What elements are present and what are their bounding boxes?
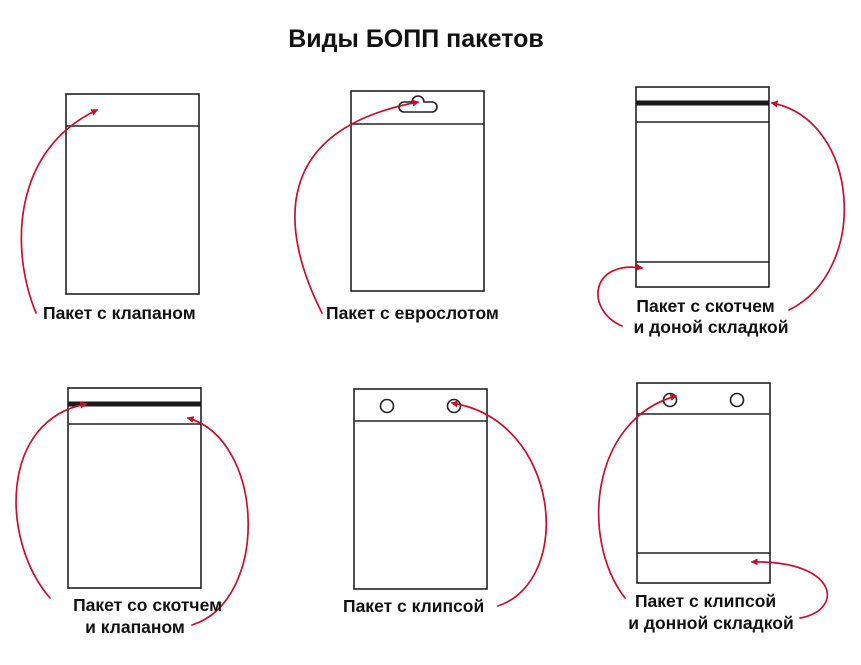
clip-hole-right <box>446 398 462 414</box>
bag-label: Пакет с клапаном <box>43 303 196 323</box>
pointer-arrow <box>450 400 548 607</box>
pointer-arrow-tape <box>770 100 846 311</box>
pointer-arrow <box>294 99 420 314</box>
pointer-arrow-clip <box>597 394 678 599</box>
bag-label: Пакет с скотчем и доной складкой <box>634 296 789 337</box>
diagram-title: Виды БОПП пакетов <box>288 25 544 53</box>
bag-label-line: Пакет с скотчем <box>636 296 774 316</box>
pointer-arrow-gusset <box>750 558 828 619</box>
pointer-arrow <box>20 109 99 314</box>
bag-label-line: Пакет со скотчем <box>73 595 222 615</box>
bag-with-clip-and-gusset: Пакет с клипсой и донной складкой <box>597 382 828 633</box>
clip-hole-left <box>379 398 395 414</box>
bag-outline <box>635 86 770 288</box>
bag-outline <box>67 387 202 589</box>
bag-label-line: и доной складкой <box>634 317 789 337</box>
bag-with-euroslot: Пакет с еврослотом <box>294 90 499 323</box>
pointer-arrow-gusset <box>597 263 644 327</box>
bag-label-line: Пакет с клипсой <box>343 596 484 616</box>
bag-label-line: Пакет с еврослотом <box>326 303 499 323</box>
bag-label-line: Пакет с клапаном <box>43 303 196 323</box>
bag-with-tape-and-flap: Пакет со скотчем и клапаном <box>15 387 249 637</box>
bag-label-line: Пакет с клипсой <box>635 591 776 611</box>
bag-outline <box>65 93 200 295</box>
bag-with-flap: Пакет с клапаном <box>20 93 200 323</box>
bag-outline <box>350 90 485 292</box>
pointer-arrow-flap <box>186 416 249 626</box>
bag-label-line: и донной складкой <box>628 613 794 633</box>
bag-label: Пакет с клипсой и донной складкой <box>628 591 794 633</box>
bag-with-tape-and-gusset: Пакет с скотчем и доной складкой <box>597 86 846 337</box>
bag-label: Пакет с клипсой <box>343 596 484 616</box>
bag-outline <box>636 382 771 584</box>
bag-label: Пакет со скотчем и клапаном <box>73 595 227 637</box>
bag-outline <box>353 388 488 590</box>
clip-hole-right <box>729 392 745 408</box>
pointer-arrow-tape <box>15 401 88 599</box>
bag-with-clip: Пакет с клипсой <box>343 388 548 616</box>
bag-label-line: и клапаном <box>85 617 185 637</box>
bag-label: Пакет с еврослотом <box>326 303 499 323</box>
